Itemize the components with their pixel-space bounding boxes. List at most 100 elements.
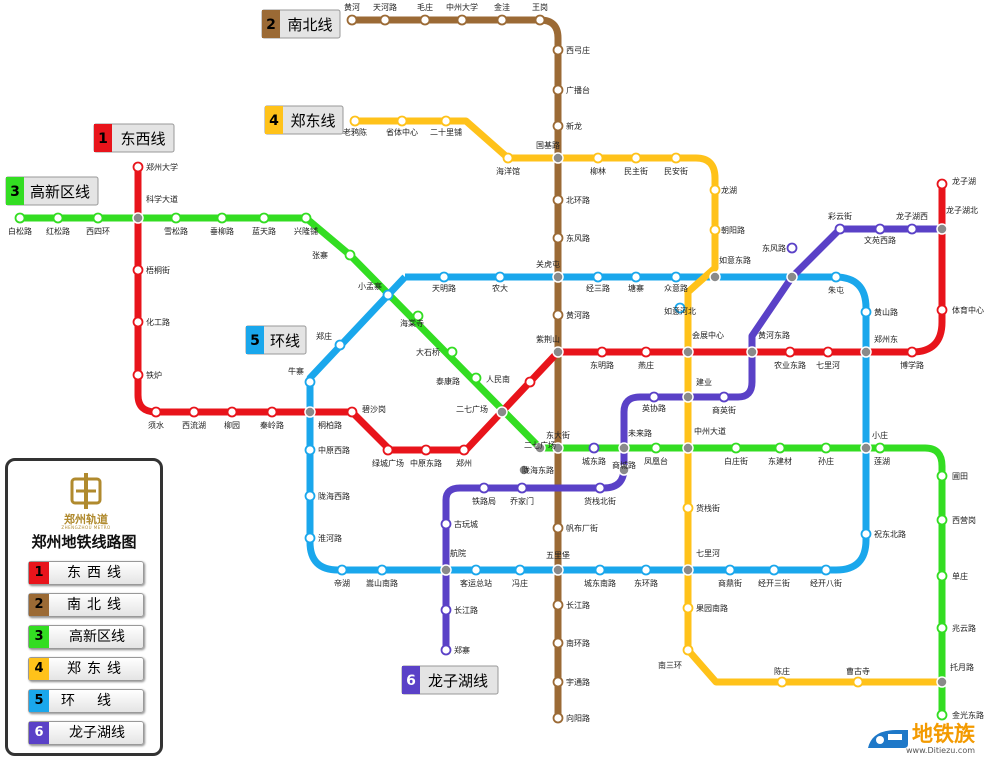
station[interactable] bbox=[630, 152, 642, 164]
legend-row-line-2[interactable]: 2 南北线 bbox=[28, 593, 144, 617]
station[interactable] bbox=[640, 564, 652, 576]
station[interactable] bbox=[478, 482, 490, 494]
station[interactable] bbox=[514, 564, 526, 576]
line-6-path[interactable] bbox=[442, 225, 942, 650]
station[interactable] bbox=[304, 376, 316, 388]
station[interactable] bbox=[132, 264, 144, 276]
station[interactable] bbox=[420, 444, 432, 456]
station[interactable] bbox=[936, 514, 948, 526]
station[interactable] bbox=[552, 120, 564, 132]
station[interactable] bbox=[300, 212, 312, 224]
transfer-station[interactable] bbox=[936, 223, 948, 235]
station[interactable] bbox=[588, 442, 600, 454]
station[interactable] bbox=[226, 406, 238, 418]
transfer-station[interactable] bbox=[440, 564, 452, 576]
station[interactable] bbox=[132, 161, 144, 173]
station[interactable] bbox=[438, 271, 450, 283]
transfer-station[interactable] bbox=[552, 346, 564, 358]
transfer-station[interactable] bbox=[618, 442, 630, 454]
station[interactable] bbox=[552, 309, 564, 321]
station[interactable] bbox=[502, 152, 514, 164]
station[interactable] bbox=[860, 528, 872, 540]
station[interactable] bbox=[494, 271, 506, 283]
station[interactable] bbox=[516, 482, 528, 494]
station[interactable] bbox=[718, 391, 730, 403]
station[interactable] bbox=[674, 302, 686, 314]
transfer-station[interactable] bbox=[786, 271, 798, 283]
station[interactable] bbox=[170, 212, 182, 224]
station[interactable] bbox=[648, 391, 660, 403]
station[interactable] bbox=[650, 442, 662, 454]
station[interactable] bbox=[132, 316, 144, 328]
station[interactable] bbox=[906, 346, 918, 358]
transfer-station[interactable] bbox=[552, 271, 564, 283]
station[interactable] bbox=[440, 518, 452, 530]
station[interactable] bbox=[594, 482, 606, 494]
station[interactable] bbox=[379, 14, 391, 26]
station[interactable] bbox=[266, 406, 278, 418]
transfer-station[interactable] bbox=[534, 442, 546, 454]
station[interactable] bbox=[92, 212, 104, 224]
station[interactable] bbox=[822, 346, 834, 358]
station[interactable] bbox=[830, 271, 842, 283]
station[interactable] bbox=[552, 232, 564, 244]
station[interactable] bbox=[936, 178, 948, 190]
transfer-station[interactable] bbox=[304, 406, 316, 418]
station[interactable] bbox=[936, 570, 948, 582]
transfer-station[interactable] bbox=[618, 464, 630, 476]
station[interactable] bbox=[786, 242, 798, 254]
transfer-station[interactable] bbox=[860, 442, 872, 454]
station[interactable] bbox=[346, 14, 358, 26]
station[interactable] bbox=[936, 470, 948, 482]
station[interactable] bbox=[670, 152, 682, 164]
station[interactable] bbox=[592, 271, 604, 283]
station[interactable] bbox=[552, 637, 564, 649]
station[interactable] bbox=[709, 184, 721, 196]
transfer-station[interactable] bbox=[518, 464, 530, 476]
station[interactable] bbox=[216, 212, 228, 224]
legend-row-line-3[interactable]: 3 高新区线 bbox=[28, 625, 144, 649]
station[interactable] bbox=[682, 602, 694, 614]
line-1-path[interactable] bbox=[134, 167, 946, 454]
station[interactable] bbox=[776, 676, 788, 688]
station[interactable] bbox=[860, 306, 872, 318]
station[interactable] bbox=[456, 14, 468, 26]
transfer-station[interactable] bbox=[682, 442, 694, 454]
station[interactable] bbox=[258, 212, 270, 224]
station[interactable] bbox=[336, 564, 348, 576]
legend-row-line-4[interactable]: 4 郑东线 bbox=[28, 657, 144, 681]
transfer-station[interactable] bbox=[132, 212, 144, 224]
station[interactable] bbox=[709, 224, 721, 236]
station[interactable] bbox=[774, 442, 786, 454]
station[interactable] bbox=[594, 564, 606, 576]
station[interactable] bbox=[682, 502, 694, 514]
transfer-station[interactable] bbox=[746, 346, 758, 358]
station[interactable] bbox=[936, 709, 948, 721]
station[interactable] bbox=[682, 644, 694, 656]
station[interactable] bbox=[150, 406, 162, 418]
station[interactable] bbox=[552, 676, 564, 688]
transfer-station[interactable] bbox=[709, 271, 721, 283]
station[interactable] bbox=[936, 304, 948, 316]
station[interactable] bbox=[412, 310, 424, 322]
line-3-path[interactable] bbox=[20, 214, 946, 715]
station[interactable] bbox=[470, 372, 482, 384]
station[interactable] bbox=[346, 406, 358, 418]
transfer-station[interactable] bbox=[552, 564, 564, 576]
transfer-station[interactable] bbox=[682, 391, 694, 403]
station[interactable] bbox=[874, 442, 886, 454]
station[interactable] bbox=[820, 442, 832, 454]
station[interactable] bbox=[496, 14, 508, 26]
station[interactable] bbox=[304, 490, 316, 502]
station[interactable] bbox=[820, 564, 832, 576]
station[interactable] bbox=[304, 444, 316, 456]
legend-row-line-5[interactable]: 5 环线 bbox=[28, 689, 144, 713]
station[interactable] bbox=[834, 223, 846, 235]
station[interactable] bbox=[592, 152, 604, 164]
station[interactable] bbox=[382, 289, 394, 301]
transfer-station[interactable] bbox=[552, 152, 564, 164]
station[interactable] bbox=[784, 346, 796, 358]
station[interactable] bbox=[906, 223, 918, 235]
station[interactable] bbox=[670, 271, 682, 283]
station[interactable] bbox=[376, 564, 388, 576]
